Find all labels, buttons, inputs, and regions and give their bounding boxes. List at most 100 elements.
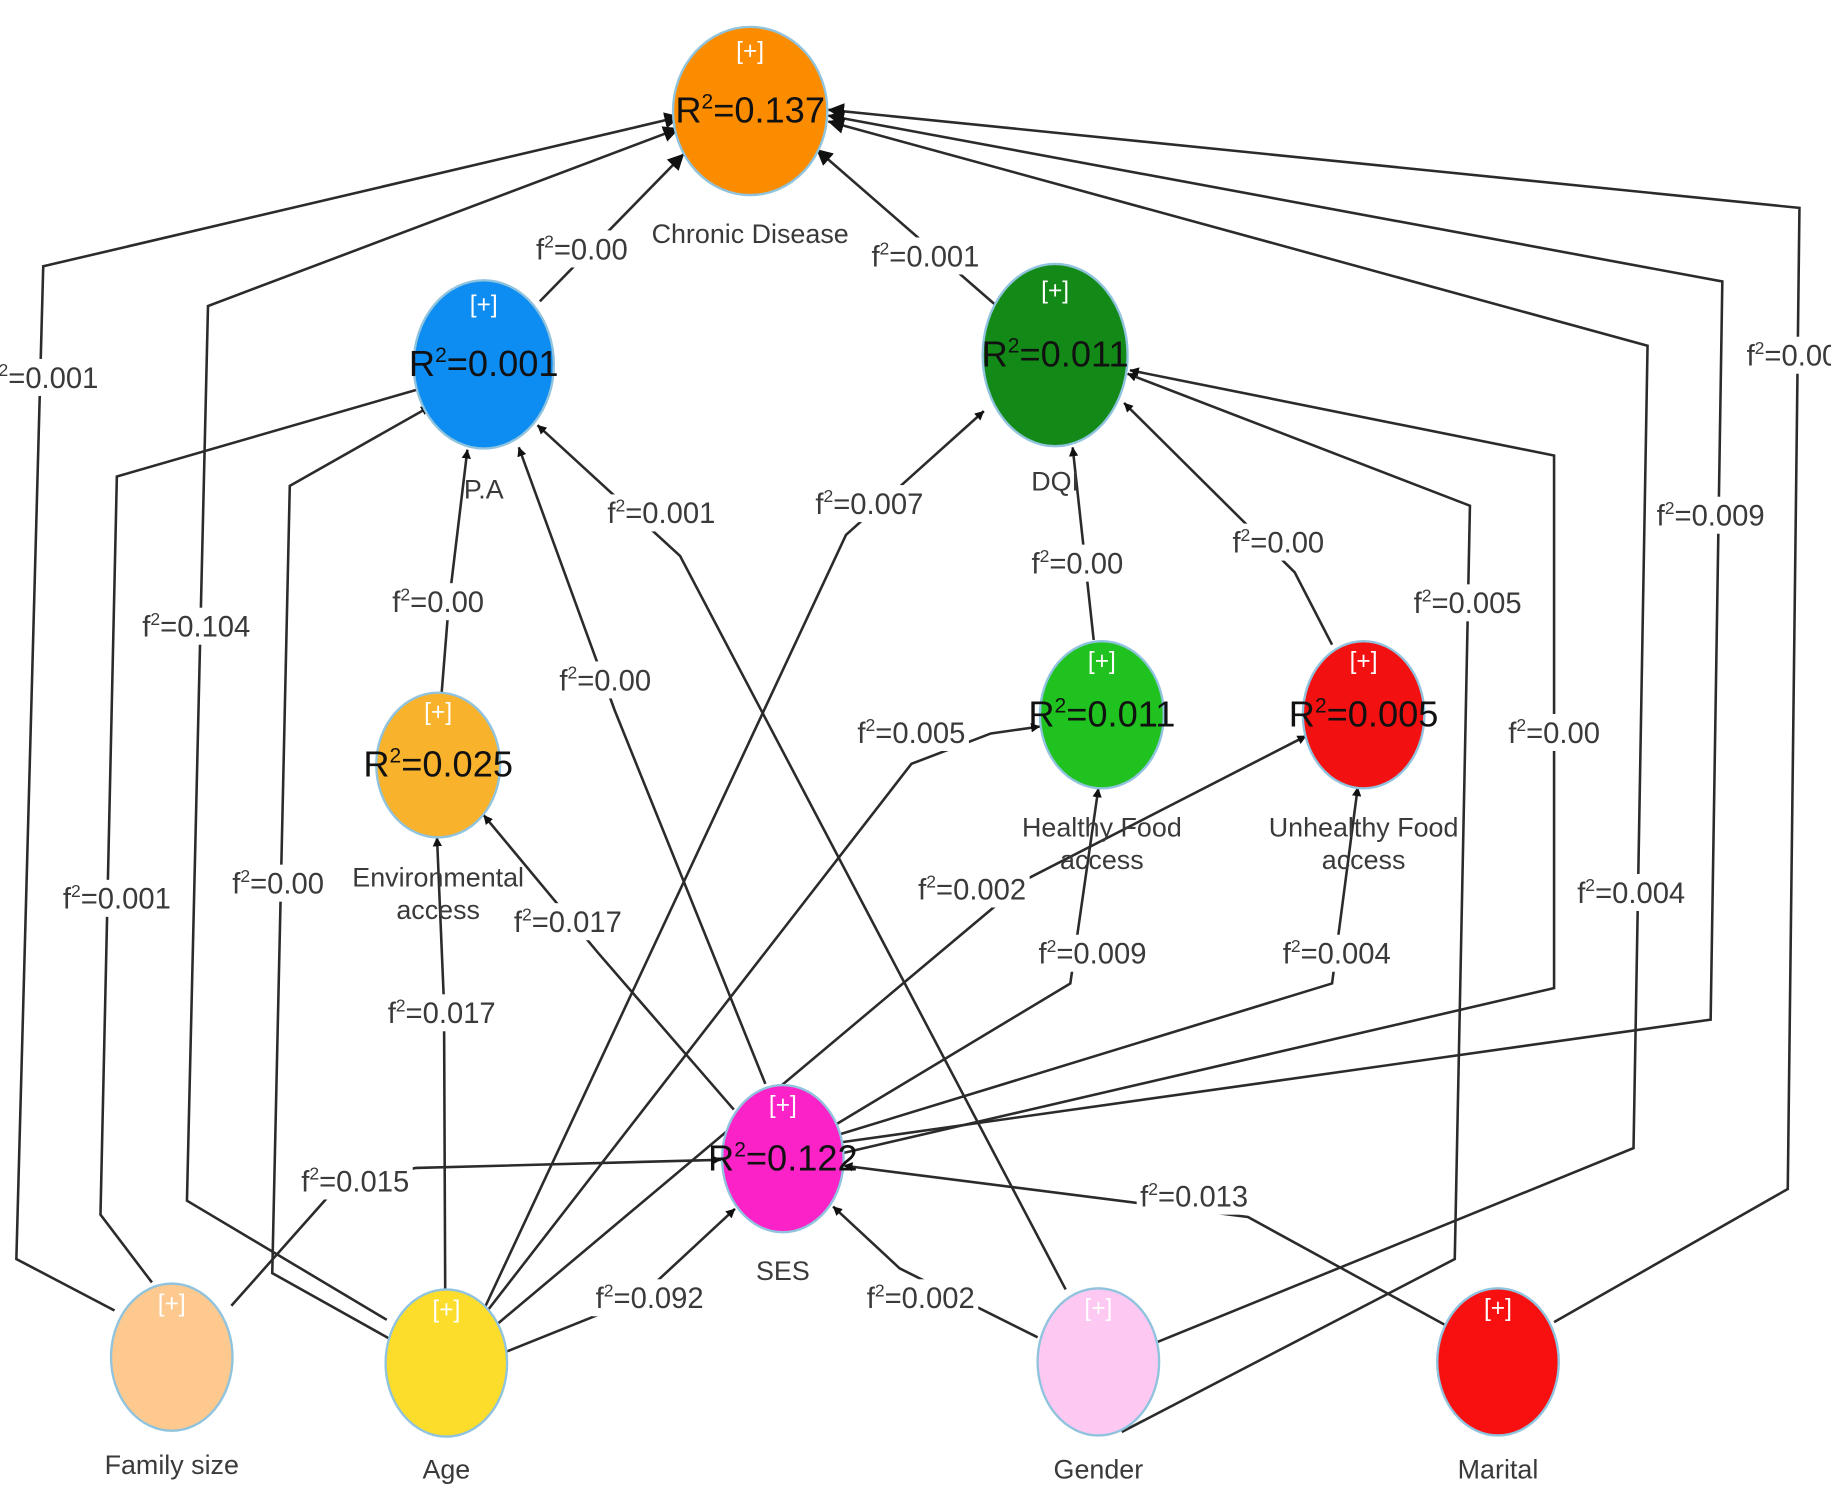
node-circle[interactable] bbox=[384, 1288, 509, 1438]
edge-label-pa-chronic: f2=0.00 bbox=[532, 230, 632, 268]
edge-label-bg bbox=[555, 661, 655, 699]
edge-f2-value: =0.001 bbox=[8, 363, 98, 395]
expand-icon[interactable]: [+] bbox=[158, 1291, 186, 1318]
edge-label-bg bbox=[297, 1162, 413, 1200]
expand-icon[interactable]: [+] bbox=[1041, 278, 1069, 305]
edge-label-text: f2=0.004 bbox=[1577, 875, 1685, 910]
edge-ses-dqi bbox=[838, 367, 1556, 1156]
node-circle[interactable] bbox=[1301, 640, 1426, 790]
node-circle[interactable] bbox=[109, 1282, 234, 1432]
edge-f2-value: =0.013 bbox=[1158, 1182, 1248, 1214]
edge-label-marital-ses: f2=0.013 bbox=[1136, 1177, 1252, 1215]
edge-label-bg bbox=[1027, 544, 1127, 582]
edge-f2-value: =0.092 bbox=[614, 1283, 704, 1315]
edge-age-ufa bbox=[487, 734, 1307, 1333]
expand-icon[interactable]: [+] bbox=[1484, 1295, 1512, 1322]
node-age[interactable]: [+] Age bbox=[384, 1288, 509, 1485]
expand-icon[interactable]: [+] bbox=[470, 291, 498, 318]
edge-label-ses-hfa: f2=0.009 bbox=[1035, 934, 1151, 972]
node-circle[interactable] bbox=[1038, 640, 1165, 790]
edge-label-bg bbox=[1136, 1177, 1252, 1215]
edge-label-age-ses: f2=0.092 bbox=[592, 1279, 708, 1317]
edge-f2-value: =0.005 bbox=[875, 718, 965, 750]
node-name-label: DQI bbox=[1031, 467, 1079, 497]
edge-label-bg bbox=[228, 864, 328, 902]
node-circle[interactable] bbox=[981, 262, 1129, 448]
node-gender[interactable]: [+] Gender bbox=[1036, 1287, 1161, 1485]
edge-label-text: f2=0.001 bbox=[607, 496, 715, 531]
edge-label-text: f2=0.001 bbox=[871, 239, 979, 274]
expand-icon[interactable]: [+] bbox=[1350, 648, 1378, 675]
expand-icon[interactable]: [+] bbox=[432, 1296, 460, 1323]
node-circle[interactable] bbox=[1036, 1287, 1161, 1437]
edge-f2-value: =0.017 bbox=[532, 907, 622, 939]
node-circle[interactable] bbox=[671, 25, 829, 197]
node-name-label: Family size bbox=[105, 1450, 239, 1480]
edge-label-ses-ufa: f2=0.004 bbox=[1279, 934, 1395, 972]
node-r2-value: =0.011 bbox=[1066, 693, 1175, 734]
node-circle[interactable] bbox=[375, 691, 502, 839]
node-circle[interactable] bbox=[720, 1083, 845, 1234]
node-r2-label: R2=0.005 bbox=[1289, 693, 1439, 734]
edge-pa-chronic bbox=[538, 153, 685, 303]
node-r2-label: R2=0.122 bbox=[708, 1137, 858, 1178]
edge-label-gender-dqi: f2=0.005 bbox=[1410, 584, 1526, 622]
edge-f2-value: =0.00 bbox=[1049, 548, 1123, 580]
edge-label-text: f2=0.015 bbox=[301, 1164, 409, 1199]
edge-label-text: f2=0.00 bbox=[1747, 338, 1831, 373]
edge-gender-dqi bbox=[1121, 372, 1472, 1434]
edge-f2-value: =0.007 bbox=[833, 489, 923, 521]
edge-ses-chronic bbox=[827, 110, 1724, 1144]
edges-layer bbox=[15, 103, 1801, 1434]
expand-icon[interactable]: [+] bbox=[736, 38, 764, 65]
edge-label-bg bbox=[853, 713, 969, 751]
expand-icon[interactable]: [+] bbox=[424, 699, 452, 726]
edge-label-bg bbox=[1573, 873, 1689, 912]
node-name-label: P.A bbox=[464, 475, 504, 505]
expand-icon[interactable]: [+] bbox=[769, 1092, 797, 1119]
edge-label-text: f2=0.001 bbox=[63, 881, 171, 916]
edge-label-bg bbox=[603, 494, 719, 532]
node-circle[interactable] bbox=[412, 279, 556, 450]
edge-label-bg bbox=[59, 879, 175, 917]
edge-label-text: f2=0.013 bbox=[1140, 1179, 1248, 1214]
edge-f2-value: =0.00 bbox=[1526, 718, 1600, 750]
edge-label-bg bbox=[1410, 584, 1526, 622]
expand-icon[interactable]: [+] bbox=[1088, 648, 1116, 675]
edge-label-bg bbox=[388, 583, 488, 621]
edge-f2-value: =0.104 bbox=[160, 612, 250, 644]
edge-ufa-dqi bbox=[1123, 402, 1334, 646]
node-name-label: Age bbox=[422, 1455, 470, 1485]
expand-icon[interactable]: [+] bbox=[1084, 1295, 1112, 1322]
node-name-label: Gender bbox=[1054, 1455, 1144, 1485]
edge-label-gender-pa: f2=0.001 bbox=[603, 494, 719, 532]
edge-label-ses-pa: f2=0.00 bbox=[555, 661, 655, 699]
edge-f2-value: =0.00 bbox=[1764, 341, 1831, 373]
edge-label-age-dqi: f2=0.007 bbox=[811, 485, 927, 523]
node-marital[interactable]: [+] Marital bbox=[1436, 1287, 1560, 1485]
edge-label-text: f2=0.092 bbox=[596, 1280, 704, 1315]
edge-label-text: f2=0.002 bbox=[867, 1280, 975, 1315]
edge-label-text: f2=0.00 bbox=[1508, 715, 1600, 750]
edge-label-bg bbox=[384, 994, 500, 1032]
node-circle[interactable] bbox=[1436, 1287, 1560, 1437]
node-family[interactable]: [+] Family size bbox=[105, 1282, 239, 1480]
edge-marital-ses bbox=[843, 1162, 1445, 1326]
node-r2-value: =0.137 bbox=[713, 90, 825, 131]
node-r2-label: R2=0.025 bbox=[363, 744, 513, 785]
edge-f2-value: =0.00 bbox=[1250, 527, 1324, 559]
edge-family-pa bbox=[99, 384, 429, 1284]
edge-dqi-chronic bbox=[815, 148, 998, 307]
node-name-label: Marital bbox=[1458, 1455, 1539, 1485]
edge-label-age-chronic: f2=0.104 bbox=[138, 607, 254, 645]
